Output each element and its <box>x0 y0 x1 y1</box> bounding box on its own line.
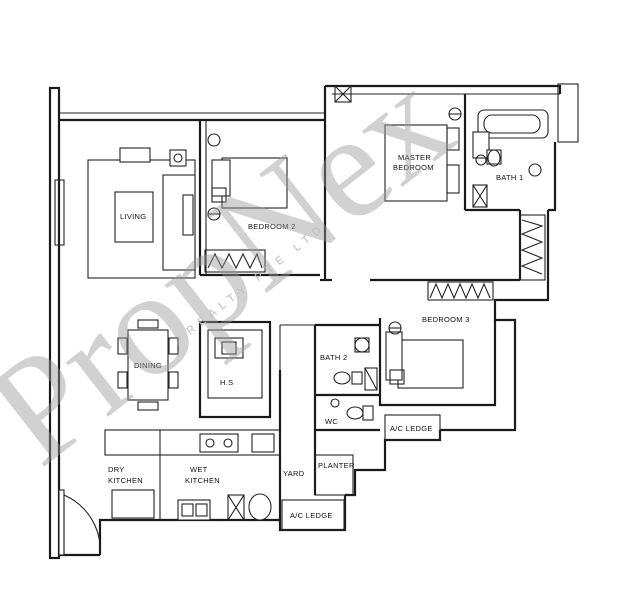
room-label-wet-kitchen-1: WET <box>190 465 208 474</box>
room-label-ac-ledge-bottom: A/C LEDGE <box>290 511 333 520</box>
room-label-yard: YARD <box>283 469 305 478</box>
room-label-wet-kitchen-2: KITCHEN <box>185 476 220 485</box>
kitchen-area <box>104 429 281 521</box>
room-label-wc: WC <box>325 417 338 426</box>
room-label-bedroom-3: BEDROOM 3 <box>422 315 470 324</box>
room-label-ac-ledge-right: A/C LEDGE <box>390 424 433 433</box>
room-label-dining: DINING <box>134 361 162 370</box>
bath-1 <box>472 109 549 208</box>
household-shelter <box>214 337 244 359</box>
living-area <box>87 147 196 279</box>
room-label-master-bedroom-2: BEDROOM <box>393 163 434 172</box>
room-label-dry-kitchen-2: KITCHEN <box>108 476 143 485</box>
room-label-bath-1: BATH 1 <box>496 173 524 182</box>
room-label-dry-kitchen-1: DRY <box>108 465 125 474</box>
room-label-master-bedroom-1: MASTER <box>398 153 431 162</box>
ac-ledge-bottom-box <box>281 499 345 531</box>
wc <box>330 398 374 421</box>
bedroom-3 <box>385 321 464 389</box>
bedroom-2 <box>204 133 288 273</box>
dining-area <box>117 319 179 411</box>
room-label-bath-2: BATH 2 <box>320 353 348 362</box>
room-label-planter: PLANTER <box>318 461 355 470</box>
room-label-bedroom-2: BEDROOM 2 <box>248 222 296 231</box>
master-bedroom <box>384 107 546 301</box>
bath-2 <box>333 337 378 391</box>
main-door <box>58 489 101 556</box>
room-label-hs: H.S <box>220 378 233 387</box>
ac-ledge-right-box <box>384 414 441 441</box>
room-label-living: LIVING <box>120 212 146 221</box>
